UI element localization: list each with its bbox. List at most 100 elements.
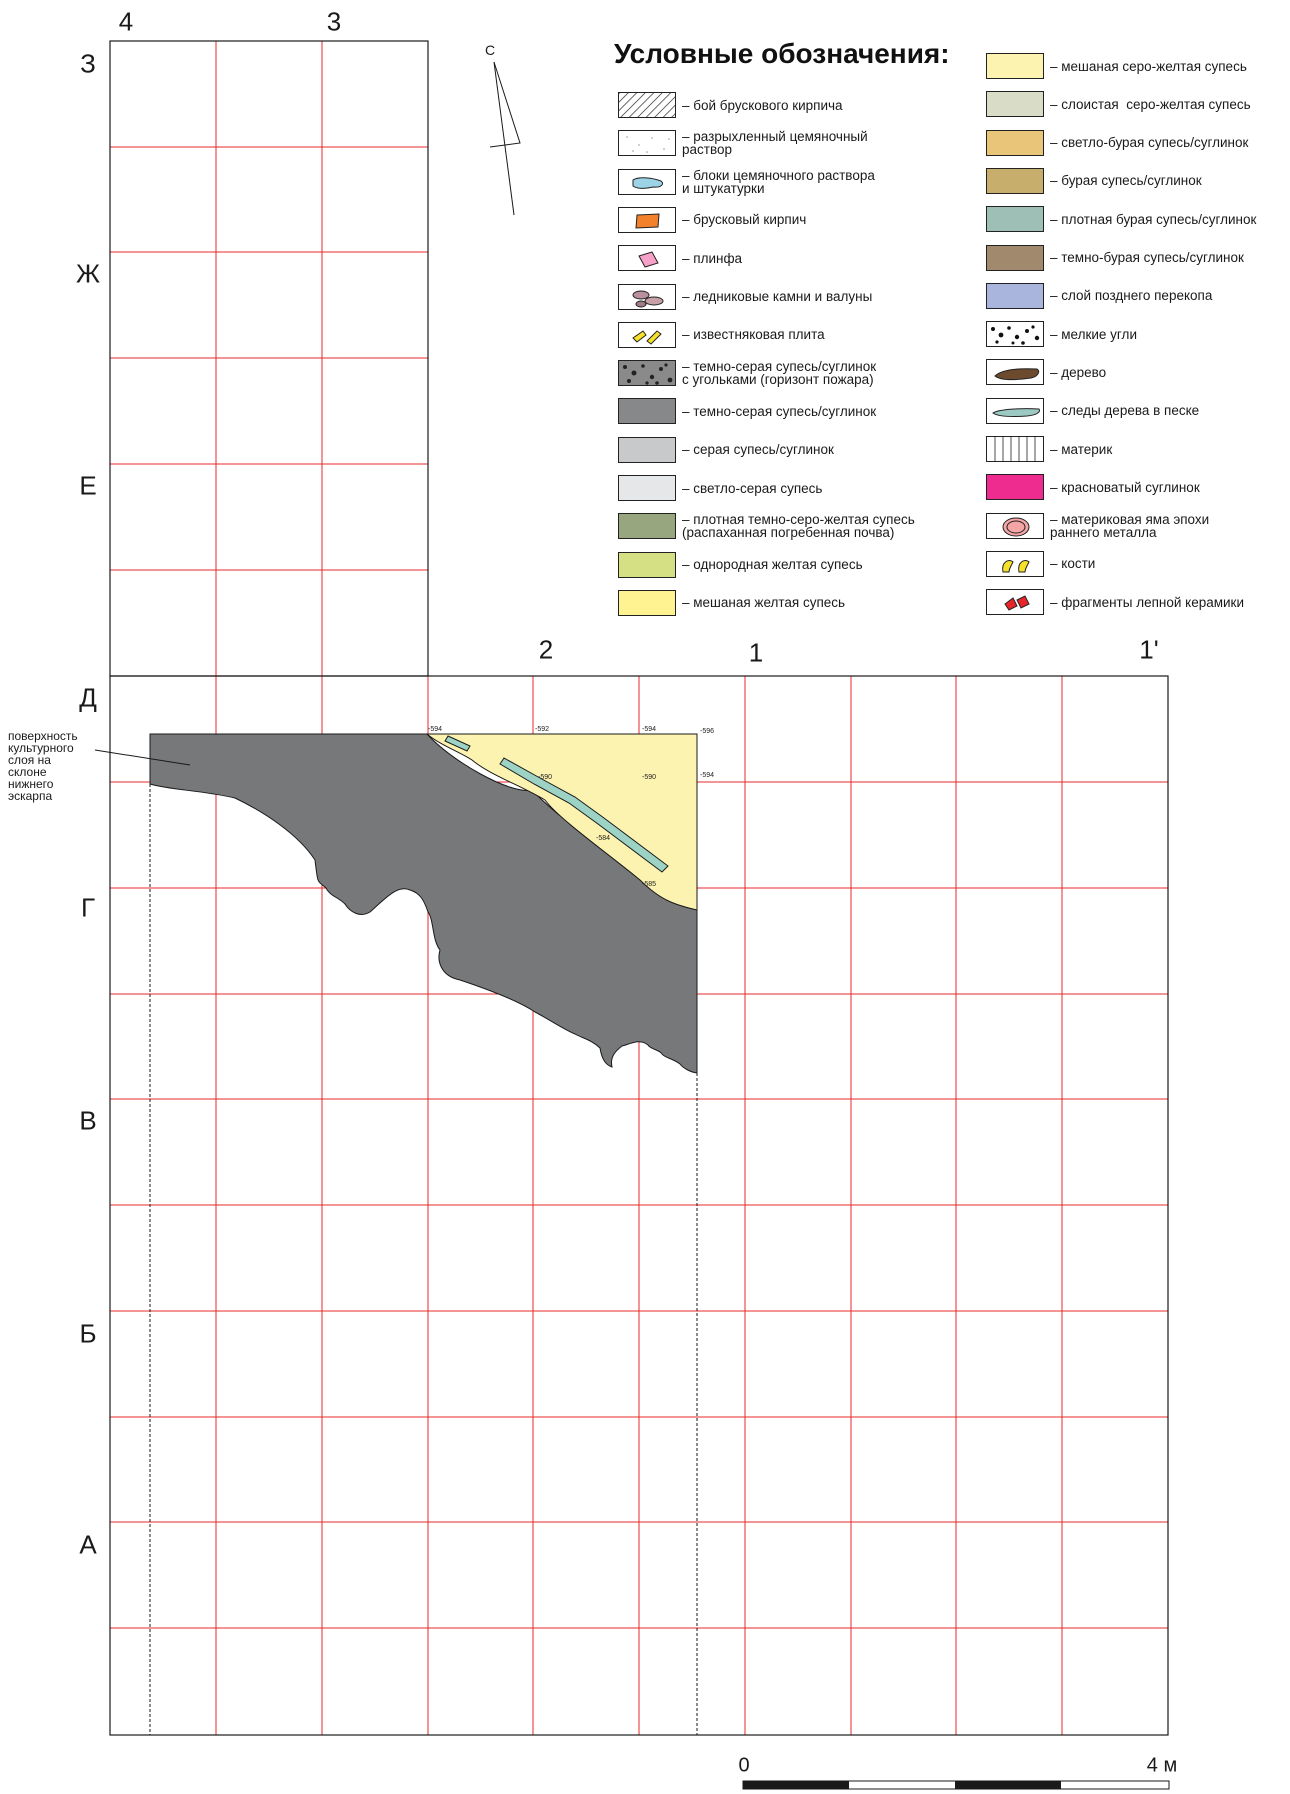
row-label-v: В bbox=[79, 1105, 97, 1136]
row-label-zh: Ж bbox=[75, 258, 101, 289]
legend-swatch-solid bbox=[986, 167, 1044, 194]
legend-swatch-speckle bbox=[618, 360, 676, 387]
legend-item-label: – светло-серая супесь bbox=[682, 480, 823, 496]
legend-swatch-pit bbox=[986, 512, 1044, 539]
legend-item-label: – дерево bbox=[1050, 364, 1107, 380]
elevation-label: -584 bbox=[596, 835, 610, 842]
legend-swatch-solid bbox=[986, 53, 1044, 79]
legend-item: – брусковый кирпич bbox=[618, 206, 806, 234]
legend-item: – серая супесь/суглинок bbox=[618, 436, 834, 464]
legend-swatch-solid bbox=[618, 551, 676, 578]
legend-item: – плотная бурая супесь/суглинок bbox=[986, 205, 1256, 233]
legend-item: – ледниковые камни и валуны bbox=[618, 283, 872, 311]
legend-item: – плинфа bbox=[618, 244, 742, 272]
legend-swatch-ceramics bbox=[986, 589, 1044, 616]
row-label-a: А bbox=[79, 1529, 97, 1560]
legend-item-label: – плотная бурая супесь/суглинок bbox=[1050, 211, 1257, 227]
legend-item: – фрагменты лепной керамики bbox=[986, 588, 1244, 616]
legend-item-label: – кости bbox=[1050, 556, 1096, 572]
legend-item-label: – мешаная серо-желтая супесь bbox=[1050, 58, 1247, 74]
legend-item: – кости bbox=[986, 550, 1095, 578]
legend-swatch-solid bbox=[986, 282, 1044, 309]
row-label-b: Б bbox=[79, 1318, 97, 1349]
elevation-label: -594 bbox=[642, 726, 656, 733]
legend-item: – блоки цемяночного раствора и штукатурк… bbox=[618, 168, 875, 196]
legend-item: – светло-серая супесь bbox=[618, 474, 822, 502]
elevation-labels: -594-592-594-596-590-590-594-584-585 bbox=[428, 726, 714, 888]
legend-item: – слой позднего перекопа bbox=[986, 282, 1212, 310]
legend-item-label: – блоки цемяночного раствора и штукатурк… bbox=[682, 167, 875, 196]
legend-item-label: – серая супесь/суглинок bbox=[682, 442, 834, 458]
north-label: С bbox=[485, 42, 496, 58]
legend-swatch-wood bbox=[986, 359, 1044, 386]
row-label-g: Г bbox=[80, 892, 96, 923]
legend-item: – мешаная серо-желтая супесь bbox=[986, 52, 1247, 80]
legend-item: – темно-серая супесь/суглинок с уголькам… bbox=[618, 359, 876, 387]
legend-item-label: – слой позднего перекопа bbox=[1050, 288, 1213, 304]
legend-item-label: – фрагменты лепной керамики bbox=[1050, 594, 1244, 610]
north-arrow-icon bbox=[489, 61, 521, 216]
legend-item-label: – разрыхленный цемяночный раствор bbox=[682, 129, 868, 158]
mixed-grayyellow-layer bbox=[425, 733, 698, 911]
col-label-3: 3 bbox=[326, 6, 342, 37]
legend-item-label: – светло-бурая супесь/суглинок bbox=[1050, 135, 1249, 151]
elevation-label: -592 bbox=[535, 726, 549, 733]
legend-item-label: – мелкие угли bbox=[1050, 326, 1137, 342]
legend-item: – разрыхленный цемяночный раствор bbox=[618, 129, 868, 157]
legend-swatch-woodsand bbox=[986, 397, 1044, 424]
legend-swatch-solid bbox=[986, 129, 1044, 156]
row-label-z: З bbox=[80, 48, 96, 79]
legend-item-label: – плотная темно-серо-желтая супесь (расп… bbox=[682, 512, 915, 541]
elevation-label: -590 bbox=[642, 774, 656, 781]
legend-swatch-solid bbox=[986, 91, 1044, 118]
legend-item-label: – слоистая серо-желтая супесь bbox=[1050, 96, 1251, 112]
row-label-e: Е bbox=[79, 470, 97, 501]
legend-item-label: – темно-серая супесь/суглинок с уголькам… bbox=[682, 359, 877, 388]
wood-trace-2 bbox=[499, 757, 669, 873]
legend-item-label: – плинфа bbox=[682, 250, 743, 266]
legend-swatch-coals bbox=[986, 321, 1044, 348]
legend-swatch-stones bbox=[618, 283, 676, 310]
legend-item: – известняковая плита bbox=[618, 321, 825, 349]
legend-swatch-lines bbox=[986, 436, 1044, 462]
legend-item: – дерево bbox=[986, 358, 1106, 386]
legend-swatch-solid bbox=[986, 474, 1044, 501]
legend-item: – слоистая серо-желтая супесь bbox=[986, 90, 1251, 118]
wood-trace-1 bbox=[444, 735, 471, 752]
legend-swatch-solid bbox=[618, 589, 676, 616]
legend-item: – однородная желтая супесь bbox=[618, 551, 863, 579]
elevation-label: -590 bbox=[538, 774, 552, 781]
legend-swatch-plinth bbox=[618, 245, 676, 272]
legend-swatch-solid bbox=[986, 206, 1044, 233]
scale-bar bbox=[742, 1780, 1170, 1790]
legend-swatch-bones bbox=[986, 550, 1044, 577]
legend-swatch-solid bbox=[618, 513, 676, 540]
legend-swatch-hatch bbox=[618, 92, 676, 118]
legend-item: – материковая яма эпохи раннего металла bbox=[986, 512, 1209, 540]
col-label-2: 2 bbox=[538, 634, 554, 665]
legend-item: – материк bbox=[986, 435, 1112, 463]
legend-swatch-solid bbox=[618, 436, 676, 463]
legend-item-label: – следы дерева в песке bbox=[1050, 403, 1200, 419]
legend-item: – мелкие угли bbox=[986, 320, 1137, 348]
legend-item-label: – материк bbox=[1050, 441, 1113, 457]
legend-swatch-solid bbox=[986, 244, 1044, 271]
legend-item-label: – красноватый суглинок bbox=[1050, 479, 1200, 495]
legend-item-label: – бой брускового кирпича bbox=[682, 97, 843, 113]
legend-swatch-solid bbox=[618, 398, 676, 425]
legend-swatch-brick bbox=[618, 206, 676, 233]
elevation-label: -594 bbox=[700, 772, 714, 779]
legend-swatch-limestone bbox=[618, 321, 676, 348]
legend-item-label: – темно-бурая супесь/суглинок bbox=[1050, 250, 1244, 265]
legend-item: – мешаная желтая супесь bbox=[618, 589, 845, 617]
col-label-4: 4 bbox=[118, 6, 134, 37]
elevation-label: -585 bbox=[642, 881, 656, 888]
legend-item-label: – брусковый кирпич bbox=[682, 212, 807, 228]
legend-item-label: – ледниковые камни и валуны bbox=[682, 289, 873, 304]
legend-item: – красноватый суглинок bbox=[986, 473, 1200, 501]
row-label-d: Д bbox=[79, 682, 97, 713]
legend-swatch-dots bbox=[618, 130, 676, 157]
elevation-label: -594 bbox=[428, 726, 442, 733]
col-label-1p: 1' bbox=[1139, 634, 1159, 665]
